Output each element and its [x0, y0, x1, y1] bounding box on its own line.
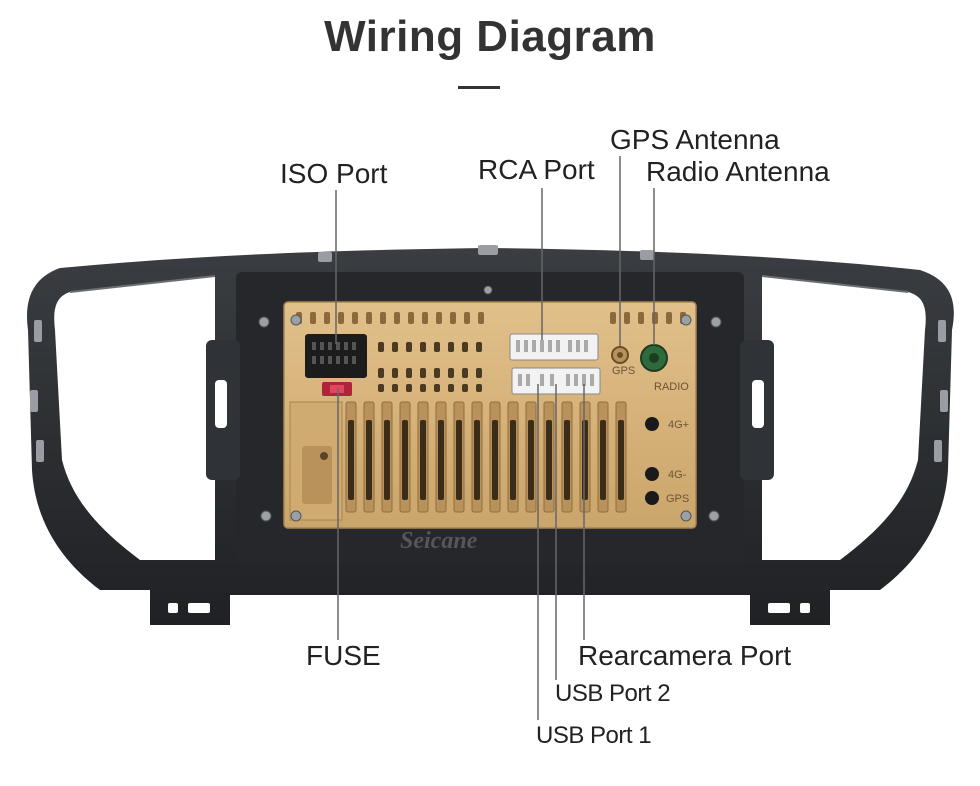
label-usb-port-2: USB Port 2 [555, 680, 671, 707]
marking-4g-minus: 4G- [668, 469, 687, 481]
iso-connector [305, 334, 367, 378]
label-gps-antenna: GPS Antenna [610, 124, 780, 155]
label-usb-port-1: USB Port 1 [536, 722, 652, 749]
marking-gps: GPS [612, 365, 635, 377]
4g-minus-port [645, 467, 659, 481]
marking-gps-bottom: GPS [666, 493, 689, 505]
label-iso-port: ISO Port [280, 158, 388, 189]
gps-bottom-port [645, 491, 659, 505]
label-rearcamera-port: Rearcamera Port [578, 640, 792, 671]
label-fuse: FUSE [306, 640, 381, 671]
4g-plus-port [645, 417, 659, 431]
page-title: Wiring Diagram [324, 12, 656, 61]
leader-lines [335, 156, 655, 720]
label-radio-antenna: Radio Antenna [646, 156, 830, 187]
title-underline [458, 86, 500, 89]
label-rca-port: RCA Port [478, 154, 595, 185]
marking-4g-plus: 4G+ [668, 419, 689, 431]
watermark: Seicane [400, 528, 478, 554]
rca-connectors [509, 333, 601, 395]
marking-radio: RADIO [654, 381, 689, 393]
